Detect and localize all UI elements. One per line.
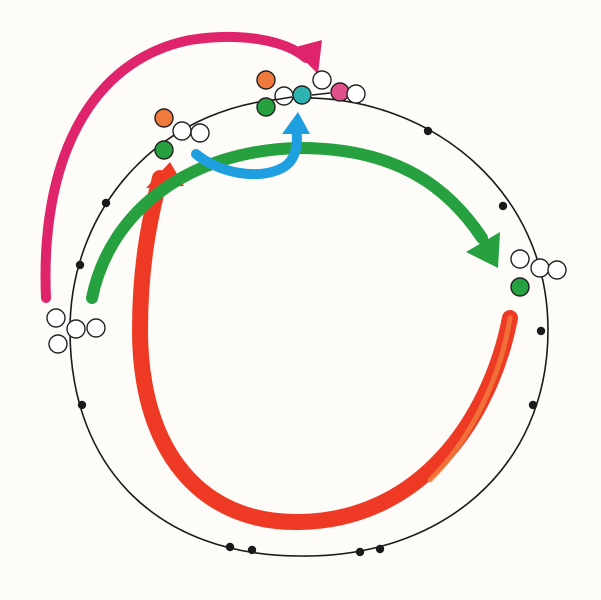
ring-circle: [69, 97, 549, 557]
magenta-arrow-head: [292, 40, 322, 74]
empty-bead: [312, 70, 332, 90]
empty-bead: [547, 260, 567, 280]
empty-bead: [48, 334, 68, 354]
empty-bead: [66, 319, 86, 339]
ring-dot: [375, 544, 385, 554]
pink-bead: [330, 82, 350, 102]
empty-bead: [346, 84, 366, 104]
ring-dot: [101, 198, 111, 208]
teal-bead: [292, 85, 312, 105]
right-cluster: [510, 249, 567, 297]
bead-clusters: [46, 70, 567, 354]
green-arrow-shaft: [86, 141, 488, 304]
ring-dot: [355, 547, 365, 557]
top-left-cluster: [154, 108, 210, 160]
green-bead: [154, 140, 174, 160]
top-cluster: [256, 70, 366, 117]
magenta-arrow-shaft: [40, 31, 311, 303]
ring-dot: [423, 126, 433, 136]
red-arrow: [131, 162, 518, 531]
ring-dot: [528, 400, 538, 410]
ring-dot: [225, 542, 235, 552]
orange-bead: [154, 108, 174, 128]
ring-dot: [75, 260, 85, 270]
red-arrow-tail-orange: [427, 315, 513, 483]
ring-dot: [536, 326, 546, 336]
empty-bead: [274, 86, 294, 106]
ring-dot: [77, 400, 87, 410]
blue-arrow: [191, 112, 310, 180]
red-arrow-shaft: [131, 170, 518, 531]
ring-dot: [247, 545, 257, 555]
orange-bead: [256, 70, 276, 90]
green-bead: [256, 97, 276, 117]
green-bead: [510, 277, 530, 297]
left-cluster: [46, 308, 106, 354]
top-cluster-links: [273, 92, 331, 101]
blue-arrow-head: [282, 112, 310, 134]
empty-bead: [46, 308, 66, 328]
ring-dots: [75, 126, 546, 557]
empty-bead: [530, 258, 550, 278]
empty-bead: [510, 249, 530, 269]
ring-dot: [498, 201, 508, 211]
green-arrow-head: [466, 232, 500, 268]
empty-bead: [86, 318, 106, 338]
empty-bead: [172, 121, 192, 141]
blue-arrow-shaft: [191, 123, 302, 180]
green-arrow: [86, 141, 500, 304]
magenta-arrow: [40, 31, 322, 303]
empty-bead: [190, 123, 210, 143]
